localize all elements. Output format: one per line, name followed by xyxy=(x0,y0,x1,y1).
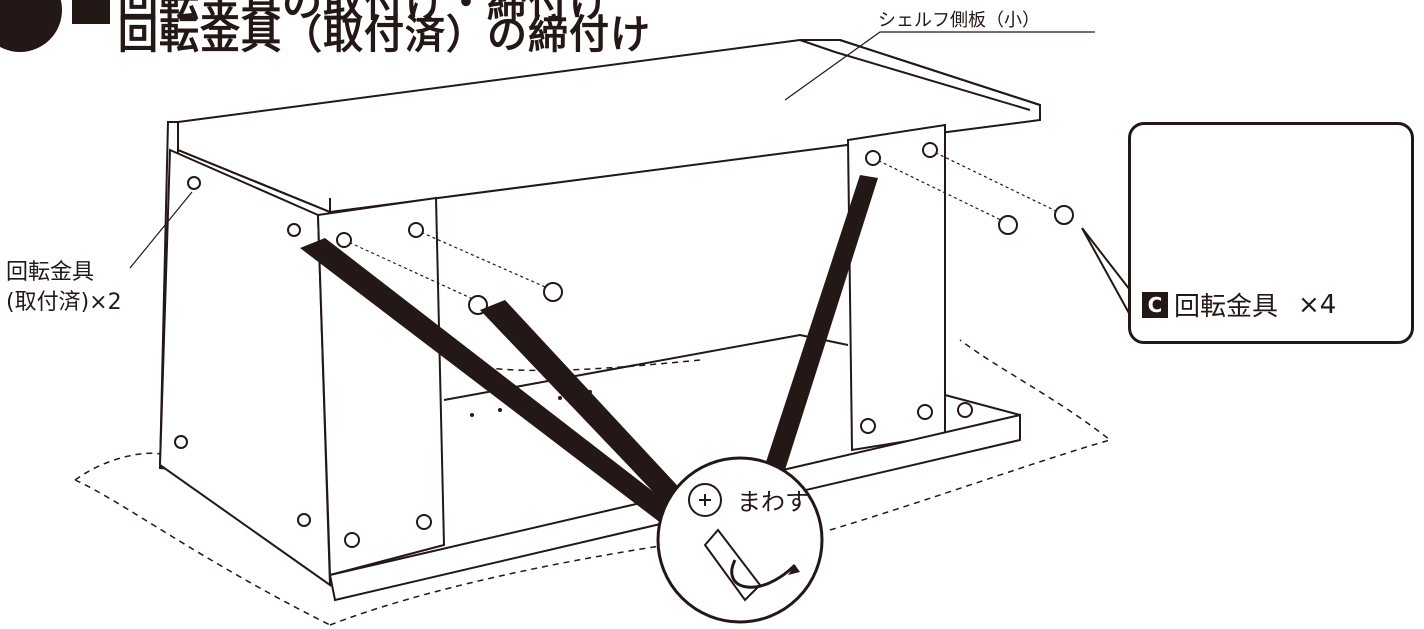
screw-icon xyxy=(174,435,188,449)
shelf-side-label: シェルフ側板（小） xyxy=(878,10,1040,31)
rotate-arrow-icon xyxy=(730,559,797,589)
turn-label: まわす xyxy=(737,488,809,516)
floor-outline xyxy=(74,339,1112,626)
screw-icon xyxy=(344,532,360,548)
fitting-label: 回転金具 (取付済)×2 xyxy=(6,260,122,315)
screw-icon xyxy=(416,514,432,530)
left-inner-board xyxy=(316,196,446,577)
shelf-leader xyxy=(784,31,1095,101)
hole xyxy=(957,402,973,418)
cam-fitting-icon xyxy=(998,215,1018,235)
parts-callout xyxy=(1128,122,1414,344)
cam-fitting-icon xyxy=(1054,205,1074,225)
previous-heading: 回転金具の取付け・締付け xyxy=(118,0,610,26)
part-letter-badge: C xyxy=(1142,291,1168,318)
hole xyxy=(865,150,881,166)
motion-wedge xyxy=(765,175,878,470)
hole xyxy=(336,232,352,248)
part-quantity: ×4 xyxy=(1298,289,1337,320)
hole xyxy=(408,222,424,238)
screw-icon xyxy=(187,176,201,190)
hole xyxy=(922,142,938,158)
screw-icon xyxy=(917,404,933,420)
callout-pointer xyxy=(1081,227,1131,316)
screw-icon xyxy=(287,223,301,237)
callout-label: C 回転金具 ×4 xyxy=(1142,286,1336,323)
left-front-panel xyxy=(158,148,332,587)
step-letter-badge xyxy=(72,0,110,24)
motion-wedge xyxy=(300,238,690,530)
screw-icon xyxy=(297,513,311,527)
right-side-panel xyxy=(846,123,946,452)
page-title: 回転金具（取付済）の締付け xyxy=(118,12,651,58)
fitting-leader xyxy=(129,191,193,269)
cam-fitting-icon xyxy=(543,282,563,302)
motion-wedge xyxy=(480,300,700,520)
screw-icon xyxy=(860,418,876,434)
part-name: 回転金具 xyxy=(1174,292,1279,322)
